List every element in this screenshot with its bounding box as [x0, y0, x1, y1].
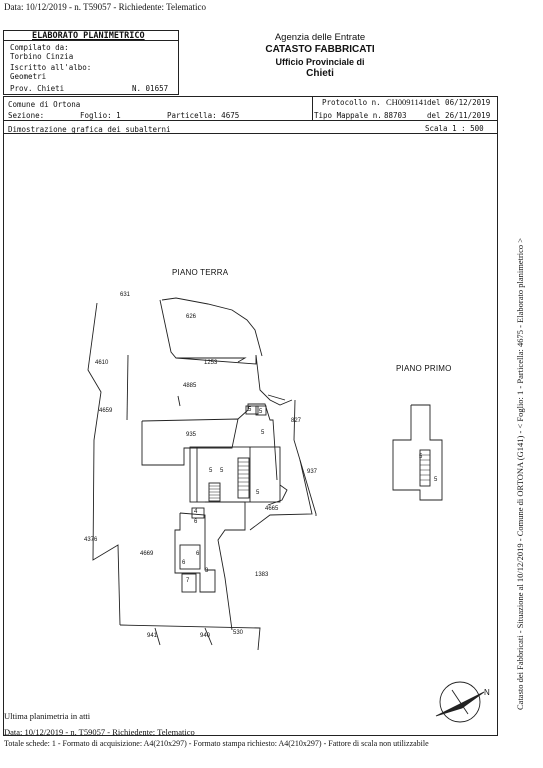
wall-c [267, 484, 288, 506]
iscritto-value: Geometri [10, 72, 47, 81]
piano-terra-title: PIANO TERRA [172, 268, 229, 277]
tipo-mappale-number: 88703 [384, 111, 407, 120]
room-7 [181, 573, 197, 593]
tipo-mappale-label: Tipo Mappale n. [314, 111, 382, 120]
label-935: 935 [186, 432, 197, 438]
label-5c: 5 [261, 430, 265, 436]
side-vertical-text: Catasto dei Fabbricati - Situazione al 1… [515, 237, 525, 710]
building-core [237, 403, 278, 481]
label-4665: 4665 [265, 506, 279, 512]
label-530: 530 [233, 630, 244, 636]
label-631: 631 [120, 292, 131, 298]
main-frame [3, 96, 498, 736]
info-vsep [312, 96, 313, 120]
label-pp-5a: 5 [419, 454, 423, 460]
label-5b: 5 [259, 409, 263, 415]
label-6a: 6 [194, 519, 198, 525]
tick-2 [267, 394, 286, 401]
ufficio-line: Ufficio Provinciale di [275, 57, 365, 67]
label-937: 937 [307, 469, 318, 475]
label-827: 827 [291, 418, 302, 424]
parcel-line-626 [161, 297, 263, 357]
label-1383: 1383 [255, 572, 269, 578]
label-5e: 5 [220, 468, 224, 474]
label-4659: 4659 [99, 408, 113, 414]
label-5f: 5 [256, 490, 260, 496]
label-4376: 4376 [84, 537, 98, 543]
room-5-top-b [255, 405, 267, 416]
label-4669: 4669 [140, 551, 154, 557]
iscritto-label: Iscritto all'albo: [10, 63, 92, 72]
label-pp-5b: 5 [434, 477, 438, 483]
north-arrow-icon [435, 681, 485, 723]
footer-totale: Totale schede: 1 - Formato di acquisizio… [4, 739, 429, 748]
piano-primo-outline [392, 404, 443, 501]
agency-name: Agenzia delle Entrate [274, 32, 366, 43]
doc-type: ELABORATO PLANIMETRICO [32, 31, 145, 41]
info-divider-1 [3, 120, 497, 121]
top-data-line: Data: 10/12/2019 - n. T59057 - Richieden… [4, 2, 206, 12]
label-626: 626 [186, 314, 197, 320]
label-7: 7 [186, 578, 190, 584]
compilatore-box: ELABORATO PLANIMETRICO Compilato da: Tor… [3, 30, 179, 95]
tick-4 [204, 627, 213, 646]
label-1253: 1253 [204, 360, 218, 366]
tick-3 [154, 627, 161, 646]
catasto-title: CATASTO FABBRICATI [265, 44, 375, 55]
particella: Particella: 4675 [167, 111, 240, 120]
label-5d: 5 [209, 468, 213, 474]
compilato-label: Compilato da: [10, 43, 69, 52]
sezione: Sezione: [8, 111, 45, 120]
footer-ultima: Ultima planimetria in atti [4, 711, 91, 721]
footer-data: Data: 10/12/2019 - n. T59057 - Richieden… [4, 727, 195, 737]
label-5a: 5 [248, 407, 252, 413]
foglio: Foglio: 1 [80, 111, 121, 120]
label-6b: 6 [196, 551, 200, 557]
parcel-line-north [159, 299, 247, 363]
room-5-top [245, 405, 259, 415]
building-center [189, 446, 281, 503]
scala: Scala 1 : 500 [425, 124, 484, 133]
parcel-line-bottom [119, 624, 261, 651]
info-divider-2 [3, 133, 497, 134]
parcel-line-4665 [249, 459, 313, 531]
tick-1 [177, 395, 181, 407]
comune: Comune di Ortona [8, 100, 81, 109]
label-4610: 4610 [95, 360, 109, 366]
room-6-a [179, 544, 201, 570]
prov: Prov. Chieti [10, 84, 65, 93]
numero: N. 01657 [132, 84, 169, 93]
label-3: 3 [205, 568, 209, 574]
block-south [174, 512, 216, 593]
parcel-line-south [205, 501, 246, 631]
protocollo-number: CH0091141 [386, 97, 428, 107]
parcel-line-west [87, 302, 121, 626]
protocollo-label: Protocollo n. [322, 98, 381, 107]
label-941: 941 [147, 633, 158, 639]
parcel-line-4885 [126, 354, 129, 421]
piano-primo-stair [419, 449, 431, 487]
label-4: 4 [194, 509, 198, 515]
room-4 [191, 507, 205, 519]
label-4885: 4885 [183, 383, 197, 389]
label-6c: 6 [182, 560, 186, 566]
north-letter: N [484, 688, 490, 697]
piano-primo-title: PIANO PRIMO [396, 364, 452, 373]
label-940: 940 [200, 633, 211, 639]
parcel-line-1253 [175, 354, 293, 406]
dimostrazione: Dimostrazione grafica dei subalterni [8, 125, 171, 134]
header-divider [3, 40, 179, 41]
protocollo-date: del 06/12/2019 [427, 98, 491, 107]
compilato-name: Torbino Cinzia [10, 52, 74, 61]
tipo-mappale-date: del 26/11/2019 [427, 111, 491, 120]
ufficio-city: Chieti [306, 68, 334, 79]
